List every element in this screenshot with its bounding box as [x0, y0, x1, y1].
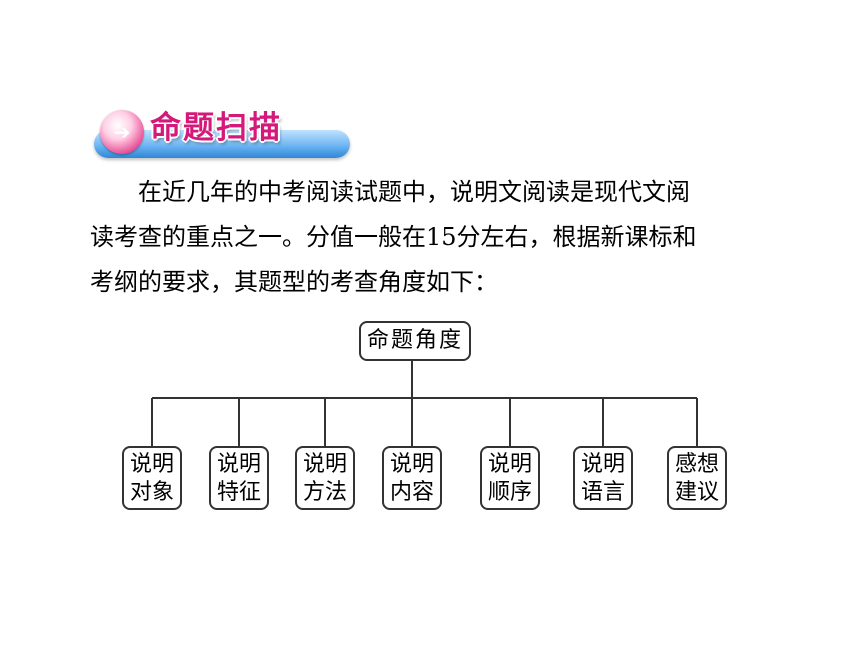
- leaf-label-line2: 对象: [129, 480, 174, 505]
- arrow-right-icon: ➔: [113, 120, 131, 144]
- section-title: 命题扫描: [150, 110, 282, 146]
- leaf-label-line2: 建议: [674, 480, 719, 505]
- leaf-label-line2: 内容: [389, 480, 434, 505]
- leaf-label-line2: 语言: [580, 480, 625, 505]
- section-banner: ➔ 命题扫描: [88, 100, 356, 162]
- intro-paragraph: 在近几年的中考阅读试题中，说明文阅读是现代文阅 读考查的重点之一。分值一般在15…: [90, 170, 760, 305]
- leaf-label-line1: 说明: [216, 452, 261, 477]
- leaf-node: 说明 顺序: [480, 446, 540, 510]
- leaf-node: 说明 特征: [209, 446, 269, 510]
- leaf-node: 说明 方法: [295, 446, 355, 510]
- root-node: 命题角度: [359, 321, 471, 361]
- leaf-label-line1: 说明: [129, 452, 174, 477]
- leaf-label-line2: 特征: [216, 480, 261, 505]
- arrow-right-circle-icon: [100, 110, 144, 154]
- leaf-label-line1: 说明: [487, 452, 532, 477]
- leaf-node: 感想 建议: [667, 446, 727, 510]
- leaf-label-line1: 说明: [389, 452, 434, 477]
- leaf-label-line1: 说明: [580, 452, 625, 477]
- leaf-node: 说明 内容: [382, 446, 442, 510]
- intro-line-3: 考纲的要求，其题型的考查角度如下：: [90, 268, 498, 296]
- leaf-node: 说明 对象: [122, 446, 182, 510]
- intro-line-1: 在近几年的中考阅读试题中，说明文阅读是现代文阅: [138, 178, 690, 206]
- leaf-label-line2: 方法: [302, 480, 347, 505]
- leaf-label-line1: 说明: [302, 452, 347, 477]
- intro-line-2: 读考查的重点之一。分值一般在15分左右，根据新课标和: [90, 223, 697, 251]
- leaf-label-line1: 感想: [674, 452, 719, 477]
- leaf-node: 说明 语言: [573, 446, 633, 510]
- leaf-label-line2: 顺序: [487, 480, 532, 505]
